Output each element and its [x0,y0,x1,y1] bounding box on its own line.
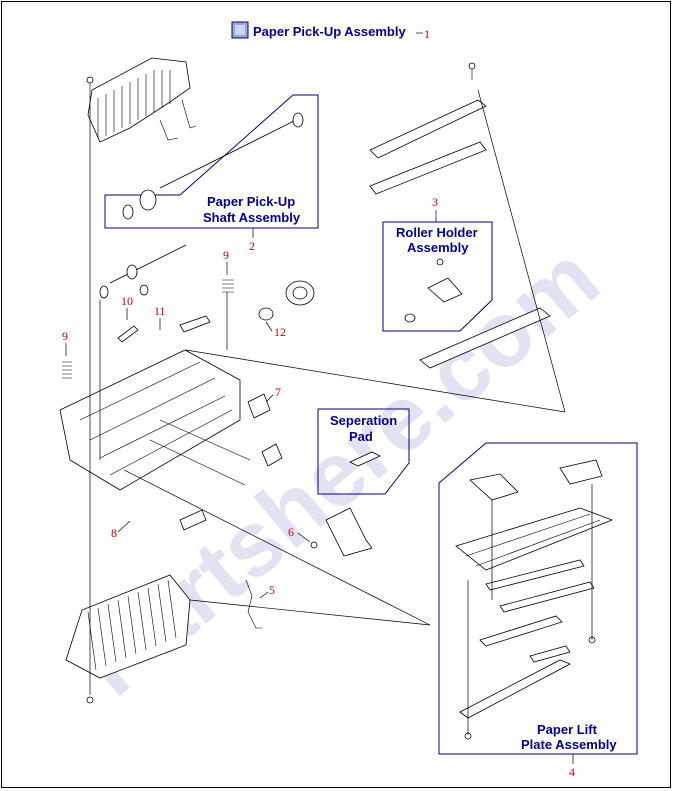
main-frame-part [59,349,283,531]
lower-shaft-part [99,244,187,299]
callout-7: 7 [275,385,281,399]
shaft-assembly-label-line1: Paper Pick-Up [207,194,295,209]
callout-6: 6 [288,525,294,539]
callout-5: 5 [269,583,275,597]
callout-10: 10 [121,294,133,308]
page-title: Paper Pick-Up Assembly [253,24,406,39]
spring-part-left [62,361,72,379]
separation-pad-box [317,408,410,495]
roller-holder-number: 3 [432,195,438,209]
bracket-part-10 [117,325,139,343]
roller-holder-rails-part [369,62,551,369]
callout-9-left: 9 [62,329,68,343]
pickup-housing-part [86,57,197,143]
gear-part [258,280,315,321]
separation-pad-label-line2: Pad [349,429,373,444]
separation-pad-part [310,451,381,557]
shaft-assembly-number: 2 [249,239,255,253]
paper-lift-plate-box [438,442,638,755]
roller-holder-label-line2: Assembly [407,240,469,255]
roller-holder-label-line1: Roller Holder [396,225,478,240]
title-callout-number: 1 [424,27,430,41]
title-group: Paper Pick-Up Assembly 1 [231,21,430,41]
callout-9-right: 9 [223,248,229,262]
bracket-part-11 [179,315,211,333]
pickup-shaft-part [122,112,304,220]
paper-lift-label-line2: Plate Assembly [521,737,617,752]
paper-lift-parts [455,459,614,740]
separation-pad-label-line1: Seperation [330,413,397,428]
spring-part-5 [245,579,262,629]
paper-lift-label-line1: Paper Lift [537,722,598,737]
callout-8: 8 [111,526,117,540]
paper-lift-number: 4 [569,765,575,779]
assembly-leader-lines [89,89,593,735]
callout-11: 11 [154,304,166,318]
spring-part-right [222,279,234,293]
shaft-assembly-box [104,94,319,229]
callout-12: 12 [274,325,286,339]
roller-holder-box [382,221,493,332]
shaft-assembly-label-line2: Shaft Assembly [203,210,301,225]
